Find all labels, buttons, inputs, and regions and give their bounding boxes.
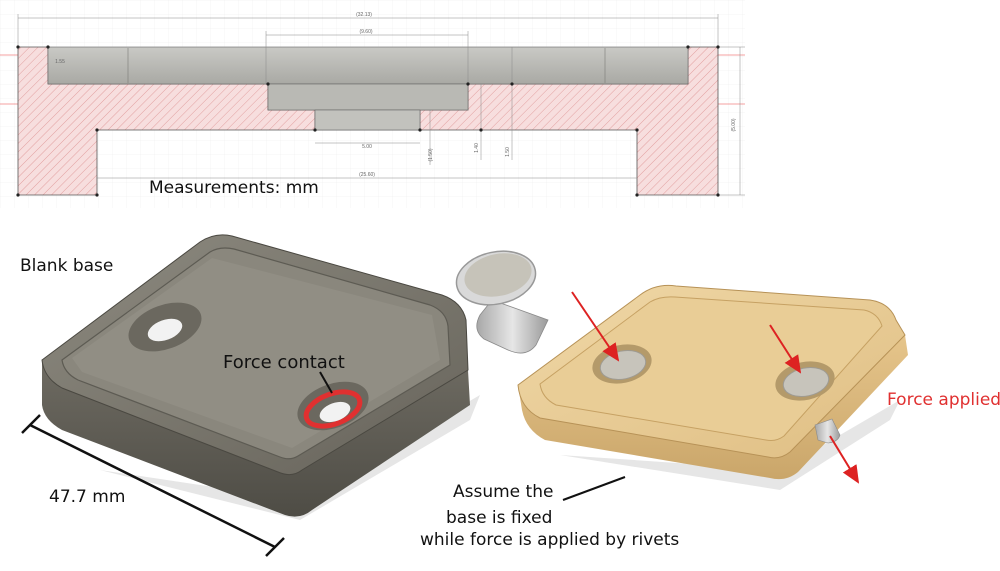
force-arrow-right — [769, 324, 802, 374]
dim-center-width: 5.00 — [362, 144, 372, 150]
dim-bottom-width: (25.60) — [359, 172, 375, 178]
length-dimension — [21, 414, 285, 557]
dim-right-height: (5.00) — [731, 118, 737, 131]
section-cavity — [47, 46, 689, 85]
assume-line-1: Assume the — [453, 482, 553, 502]
rivet — [455, 250, 549, 354]
force-contact-pointer — [319, 371, 333, 394]
riveted-shadow — [560, 400, 900, 490]
cad-section-view: (32.13) (9.60) 1.55 (25.60) 5.00 (5.00) … — [0, 0, 745, 208]
section-rivet-hole-lower — [314, 109, 421, 131]
force-arrow-left — [571, 291, 620, 362]
blank-base-model: Blank base Force contact 47.7 mm — [20, 234, 480, 557]
base-hole-left-opening — [147, 318, 183, 342]
base-side-face — [42, 360, 470, 517]
dim-vert-1: (1.50) — [428, 148, 434, 161]
force-applied-label: Force applied — [887, 390, 1000, 410]
rivet-shaft-below — [814, 418, 841, 444]
assume-pointer — [562, 476, 626, 501]
dimension-lines — [17, 14, 745, 196]
dim-left-small: 1.55 — [55, 59, 65, 65]
section-rivet-hole-upper — [267, 83, 469, 111]
force-arrow-down — [829, 435, 860, 484]
force-contact-label: Force contact — [223, 352, 345, 373]
riveted-pocket — [539, 296, 883, 441]
force-contact-ring — [303, 389, 363, 429]
base-shadow — [100, 395, 480, 520]
section-vertices — [16, 45, 720, 197]
dim-vert-2: 1.40 — [474, 143, 480, 153]
riveted-side-face — [518, 335, 908, 480]
assume-line-3: while force is applied by rivets — [420, 530, 679, 550]
blank-base-label: Blank base — [20, 256, 113, 276]
riveted-base-model: Assume the base is fixed while force is … — [420, 250, 1000, 550]
rivet-head — [464, 253, 532, 297]
rivet-shaft — [476, 299, 549, 354]
assume-line-2: base is fixed — [446, 508, 552, 528]
base-hole-right-opening — [319, 401, 351, 423]
dim-vert-3: 1.50 — [505, 147, 511, 157]
measurements-caption: Measurements: mm — [149, 178, 319, 198]
dim-overall-width: (32.13) — [356, 12, 372, 18]
installed-rivet-right — [782, 366, 830, 398]
dim-inner-width: (9.60) — [359, 29, 372, 35]
length-label: 47.7 mm — [49, 487, 125, 507]
